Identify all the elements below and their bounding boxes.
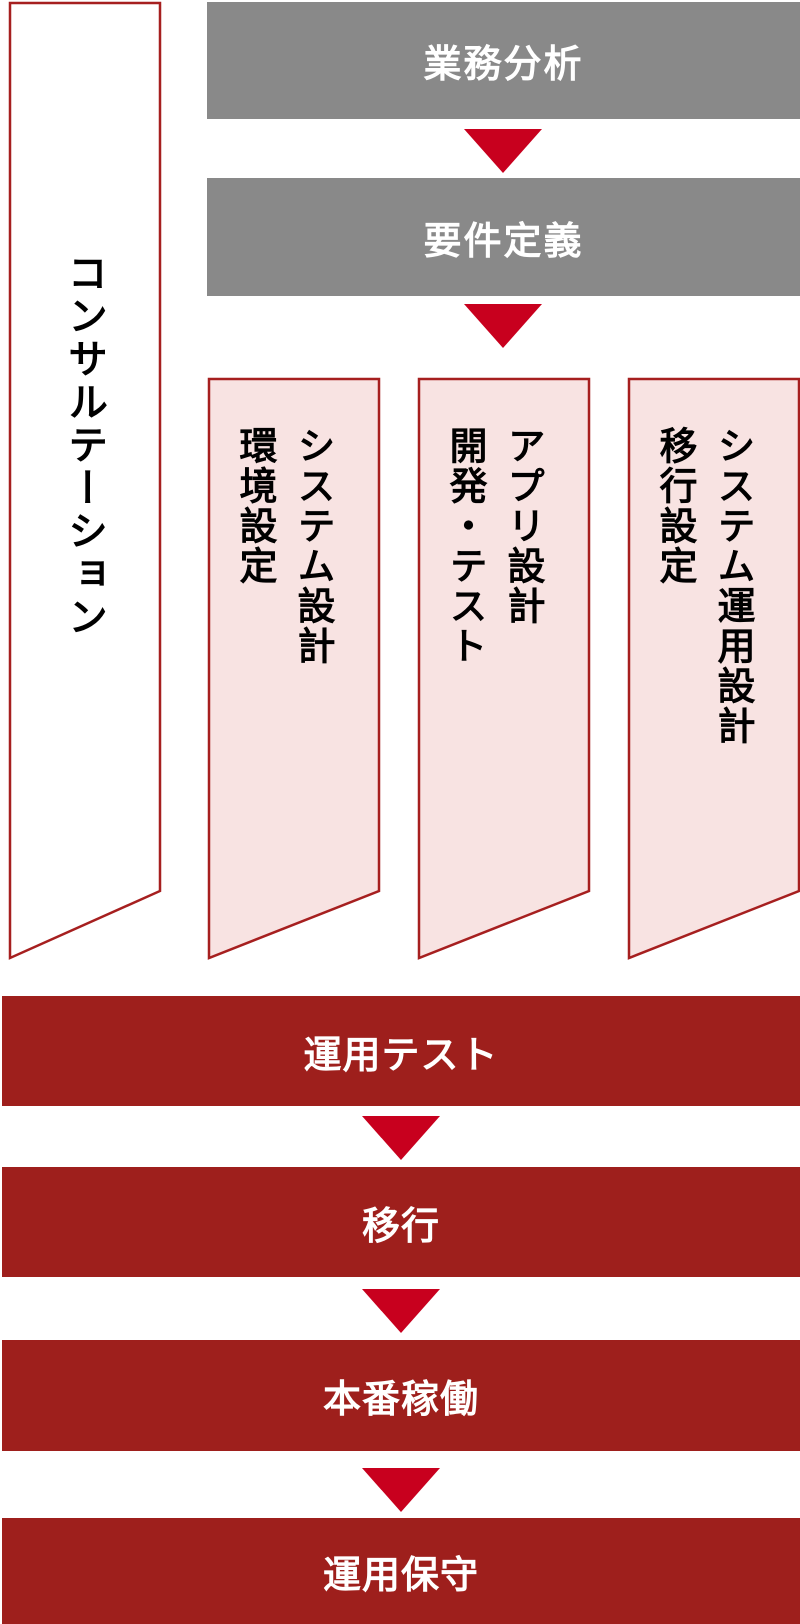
step-label: 移行 bbox=[361, 1203, 440, 1248]
step-label: 業務分析 bbox=[423, 42, 584, 86]
step-label: 本番稼働 bbox=[322, 1377, 479, 1421]
consulting-phase: コンサルテーション bbox=[0, 0, 170, 970]
step-line-1: システム設計 bbox=[291, 426, 335, 666]
down-arrow-icon bbox=[362, 1468, 440, 1512]
step-line-2: 移行設定 bbox=[653, 426, 697, 586]
pink-pentagon-shape bbox=[207, 377, 381, 960]
step-text: システム運用設計 移行設定 bbox=[653, 426, 755, 746]
consulting-outline-shape bbox=[8, 1, 162, 960]
step-line-1: システム運用設計 bbox=[711, 426, 755, 746]
step-label: 運用テスト bbox=[303, 1032, 499, 1077]
pink-pentagon-shape bbox=[417, 377, 591, 960]
pink-pentagon-shape bbox=[627, 377, 800, 960]
step-operation-test: 運用テスト bbox=[2, 996, 800, 1106]
step-line-2: 環境設定 bbox=[233, 426, 277, 586]
down-arrow-icon bbox=[362, 1289, 440, 1333]
step-migration: 移行 bbox=[2, 1167, 800, 1277]
down-arrow-icon bbox=[464, 304, 542, 348]
consulting-label: コンサルテーション bbox=[61, 252, 107, 639]
step-label: 要件定義 bbox=[423, 218, 584, 263]
step-system-design: システム設計 環境設定 bbox=[200, 370, 390, 970]
step-operation-maintenance: 運用保守 bbox=[2, 1518, 800, 1624]
step-requirements-definition: 要件定義 bbox=[207, 178, 800, 296]
step-system-operation-design: システム運用設計 移行設定 bbox=[620, 370, 800, 970]
step-label: 運用保守 bbox=[322, 1552, 479, 1597]
step-text: アプリ設計 開発・テスト bbox=[443, 426, 545, 666]
step-line-2: 開発・テスト bbox=[443, 426, 487, 666]
step-app-design: アプリ設計 開発・テスト bbox=[410, 370, 600, 970]
step-business-analysis: 業務分析 bbox=[207, 2, 800, 119]
down-arrow-icon bbox=[464, 129, 542, 173]
step-text: システム設計 環境設定 bbox=[233, 426, 335, 666]
step-line-1: アプリ設計 bbox=[501, 426, 545, 626]
step-production-launch: 本番稼働 bbox=[2, 1340, 800, 1451]
down-arrow-icon bbox=[362, 1116, 440, 1160]
